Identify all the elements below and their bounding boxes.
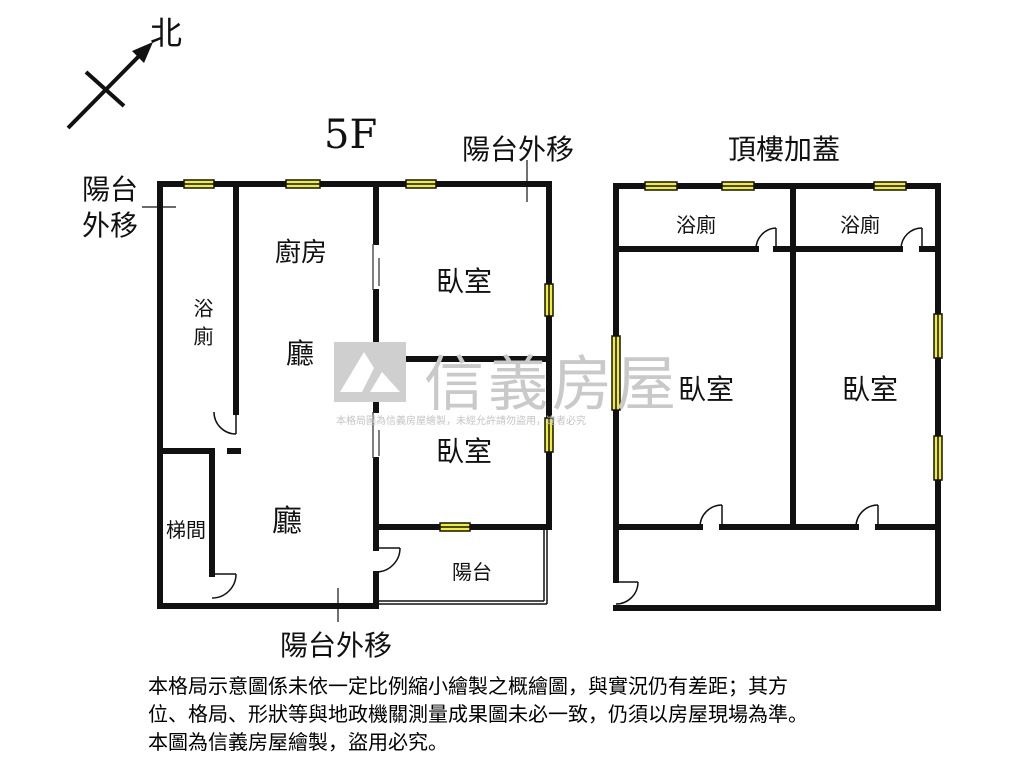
roof-bath-1-label: 浴廁 <box>676 213 716 237</box>
living-upper-label: 廳 <box>286 337 315 370</box>
watermark: 信義房屋 本格局圖為信義房屋繪製，未經允許請勿盜用，違者必究 <box>330 336 700 436</box>
balcony-extension-bottom-label: 陽台外移 <box>280 629 393 662</box>
watermark-notice: 本格局圖為信義房屋繪製，未經允許請勿盜用，違者必究 <box>336 416 586 427</box>
roof-bedroom-1-label: 臥室 <box>678 373 735 406</box>
disclaimer-line: 本圖為信義房屋繪製，盜用必究。 <box>148 730 448 754</box>
kitchen-label: 廚房 <box>275 238 328 268</box>
north-label: 北 <box>150 14 183 52</box>
doors-5f <box>211 411 401 599</box>
floor-title: 5F <box>324 112 378 158</box>
brand-logo-icon <box>334 342 406 402</box>
watermark-brand: 信義房屋 <box>424 350 680 420</box>
roof-bedroom-2-label: 臥室 <box>842 373 899 406</box>
disclaimer: 本格局示意圖係未依一定比例縮小繪製之概繪圖，與實況仍有差距；其方 位、格局、形狀… <box>148 672 968 756</box>
sliding-doors <box>372 244 380 458</box>
roof-bath-2-label: 浴廁 <box>840 213 880 237</box>
bedroom-5f-2-label: 臥室 <box>436 435 493 468</box>
stairwell-label: 梯間 <box>166 518 206 542</box>
balcony-label: 陽台 <box>452 560 492 584</box>
bedroom-5f-1-label: 臥室 <box>436 265 493 298</box>
north-arrow-icon <box>66 42 153 130</box>
windows-rooftop <box>611 181 943 481</box>
windows-5f <box>183 179 554 532</box>
balcony-extension-top-label: 陽台外移 <box>462 133 575 166</box>
bathroom-5f-label: 浴廁 <box>190 298 214 354</box>
rooftop-title: 頂樓加蓋 <box>728 133 841 166</box>
doors-rooftop <box>615 227 923 605</box>
disclaimer-line: 位、格局、形狀等與地政機關測量成果圖未必一致，仍須以房屋現場為準。 <box>148 702 808 726</box>
leader-lines <box>142 160 528 622</box>
balcony-extension-left-label: 陽台外移 <box>82 173 139 242</box>
balcony-outline <box>376 530 548 605</box>
living-lower-label: 廳 <box>272 504 302 539</box>
disclaimer-line: 本格局示意圖係未依一定比例縮小繪製之概繪圖，與實況仍有差距；其方 <box>148 674 788 698</box>
